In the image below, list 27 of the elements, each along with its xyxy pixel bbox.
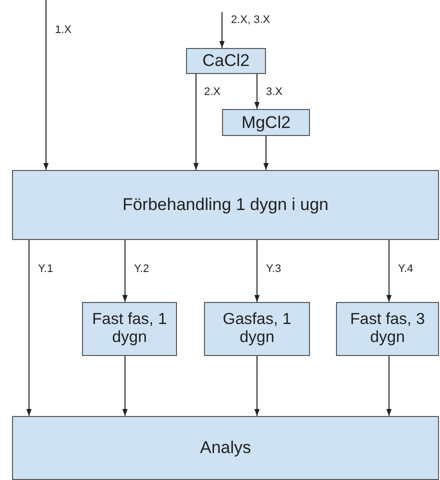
edge-label: Y.3 [266,263,282,275]
process-box: Fast fas, 3 dygn [336,302,439,356]
process-box: Förbehandling 1 dygn i ugn [12,170,439,240]
arrow [254,240,260,302]
edge-label: Y.1 [38,263,54,275]
process-box: Gasfas, 1 dygn [204,302,310,356]
edge-label: 2.X, 3.X [231,14,270,26]
edge-label: 1.X [55,24,72,36]
arrow [43,0,49,170]
edge-label: 3.X [266,86,283,98]
process-box: Analys [12,416,439,480]
edge-label: Y.2 [134,263,150,275]
process-box: MgCl2 [222,109,310,136]
arrow [26,240,32,416]
arrow [219,12,225,48]
edge-label: Y.4 [398,263,414,275]
arrow [122,240,128,302]
arrow [254,74,260,110]
arrow [254,356,260,416]
process-box: CaCl2 [186,48,266,74]
arrow [193,74,199,170]
arrow [263,136,269,170]
arrow [122,356,128,416]
process-box: Fast fas, 1 dygn [82,302,177,356]
arrow [386,356,392,416]
arrow [386,240,392,302]
edge-label: 2.X [204,86,221,98]
